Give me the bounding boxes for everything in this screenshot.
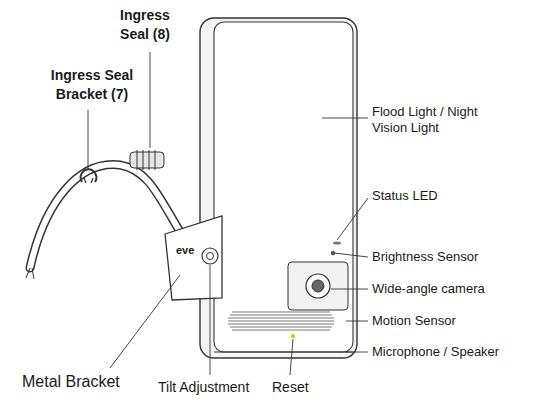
- camera-lens-inner: [312, 280, 324, 292]
- bottom-edge: [214, 352, 353, 353]
- reset-button: [291, 334, 295, 338]
- part-label: Tilt Adjustment: [158, 379, 249, 397]
- motion-sensor-grill: [228, 312, 334, 330]
- seal-bracket: [81, 169, 97, 182]
- part-label: Brightness Sensor: [372, 249, 478, 265]
- part-label: Reset: [272, 379, 309, 397]
- ingress-seal: [130, 150, 164, 170]
- part-label: Flood Light / Night Vision Light: [372, 104, 488, 137]
- tilt-knob: [202, 248, 218, 264]
- part-label: Metal Bracket: [22, 372, 120, 392]
- cable-outline: [30, 165, 185, 268]
- part-label: Motion Sensor: [372, 313, 456, 329]
- tilt-knob-inner: [207, 253, 214, 260]
- part-label: Microphone / Speaker: [372, 344, 499, 360]
- cable: [30, 165, 185, 268]
- front-face: [214, 22, 353, 352]
- status-led: [333, 241, 341, 244]
- brand-logo: eve: [176, 244, 194, 258]
- part-label: Wide-angle camera: [372, 281, 485, 297]
- camera-panel: [288, 262, 348, 310]
- camera-lens: [306, 274, 330, 298]
- callout-label: Ingress Seal (8): [108, 6, 182, 44]
- part-label: Status LED: [372, 188, 438, 204]
- callout-label: Ingress Seal Bracket (7): [42, 66, 142, 104]
- leader-lines: [88, 52, 368, 375]
- cable-wires: [26, 268, 34, 279]
- metal-bracket: [165, 216, 222, 300]
- seal-bracket-tabs: [84, 178, 93, 183]
- housing: [200, 18, 357, 358]
